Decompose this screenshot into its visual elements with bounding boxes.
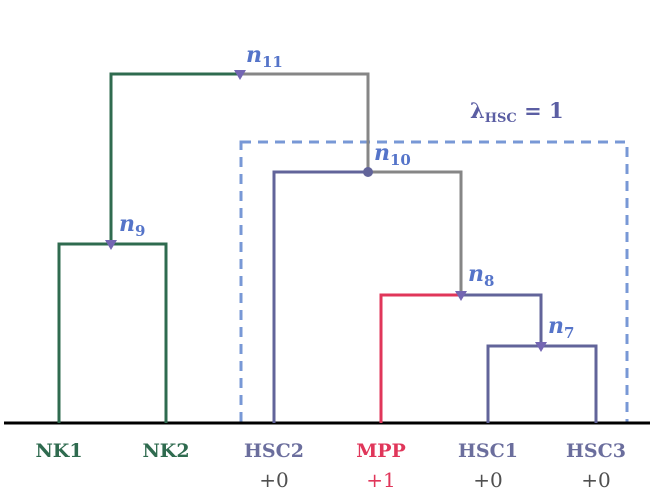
node-label-n8: n8 [468,261,494,290]
leaf-label-nk2: NK2 [142,440,189,462]
n8-arrow-marker [455,291,467,301]
leaf-delta-hsc1: +0 [473,468,502,492]
branch-nk1 [57,242,111,423]
leaf-label-hsc2: HSC2 [244,440,304,462]
node-label-n9: n9 [119,211,145,240]
branch-n7-to-n8 [461,293,543,346]
branch-mpp [379,293,461,423]
hsc-region-box [239,140,629,425]
node-label-n7: n7 [548,313,574,342]
leaf-delta-hsc2: +0 [259,468,288,492]
node-label-n11: n11 [246,42,283,71]
branch-hsc2 [272,170,368,423]
branch-nk2 [111,242,168,423]
n9-arrow-marker [105,240,117,250]
lambda-annotation: λHSC = 1 [470,98,564,126]
node-label-n10: n10 [374,140,411,169]
branch-hsc1 [486,344,541,423]
branch-hsc3 [541,344,598,423]
leaf-label-mpp: MPP [356,440,406,462]
leaf-label-hsc1: HSC1 [458,440,518,462]
branch-n10-to-n11 [240,72,370,172]
n10-dot-marker [363,167,373,177]
n7-arrow-marker [535,342,547,352]
leaf-delta-mpp: +1 [366,468,395,492]
branch-n8-to-n10 [368,170,463,295]
branch-n9-to-n11 [109,72,240,244]
n11-arrow-marker [234,70,246,80]
leaf-delta-hsc3: +0 [581,468,610,492]
leaf-label-nk1: NK1 [35,440,82,462]
leaf-label-hsc3: HSC3 [566,440,626,462]
